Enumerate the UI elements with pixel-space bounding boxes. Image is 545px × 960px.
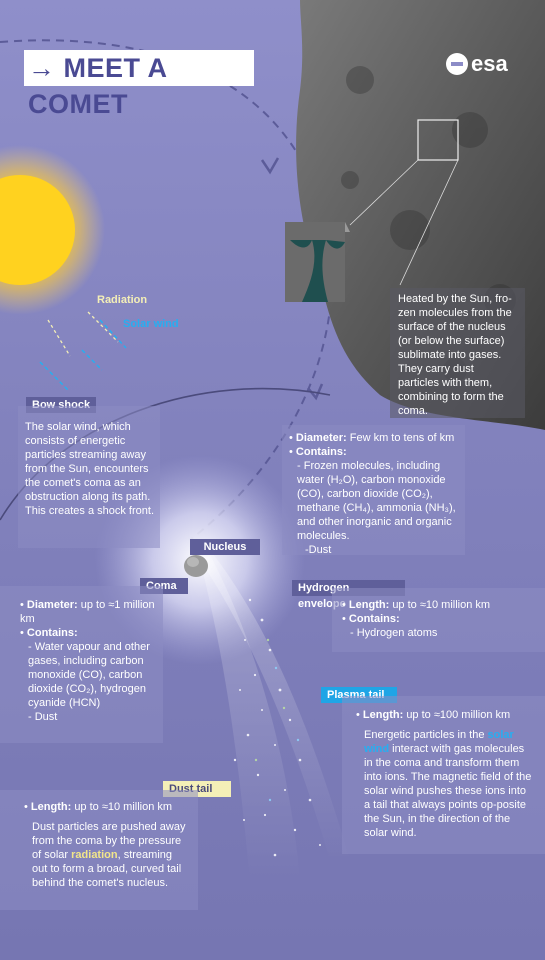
coma-diameter-value: up to ≈1 million km — [20, 599, 155, 625]
bow-shock-panel: The solar wind, which consists of energe… — [18, 406, 160, 548]
esa-logo-text: esa — [471, 51, 508, 76]
zoom-square — [417, 119, 459, 161]
plasma-text-b: interact with gas molecules in the coma … — [364, 743, 532, 839]
tail-particles — [233, 598, 321, 857]
nucleus-cross-section — [285, 222, 350, 302]
dust-length-value: up to ≈10 million km — [74, 801, 173, 813]
esa-logo-icon — [446, 53, 468, 75]
hydrogen-length-key: Length: — [348, 599, 390, 611]
esa-logo: esa — [446, 50, 508, 78]
nucleus-diameter-key: Diameter: — [295, 432, 347, 444]
dust-text-highlight: radiation — [71, 849, 118, 861]
dust-tail-glow — [200, 555, 300, 880]
dust-tail-panel: • Length: up to ≈10 million km Dust part… — [0, 790, 198, 910]
nucleus-contains-key: Contains: — [295, 446, 347, 458]
dust-text-a: Dust particles are pushed away from the … — [32, 821, 186, 861]
nucleus-heating-text: Heated by the Sun, fro-zen molecules fro… — [398, 293, 512, 417]
coma-contains-1: - Water vapour and other gases, includin… — [28, 641, 150, 709]
plasma-length-key: Length: — [362, 709, 404, 721]
hydrogen-length-value: up to ≈10 million km — [392, 599, 491, 611]
hydrogen-contains-key: Contains: — [348, 613, 400, 625]
coma-contains-2: - Dust — [28, 711, 58, 723]
radiation-rays — [47, 311, 119, 357]
nucleus-contains-1: - Frozen molecules, including water (H₂O… — [297, 460, 456, 542]
solar-wind-rays — [39, 319, 127, 391]
plasma-tail — [200, 550, 350, 860]
hydrogen-contains-1: - Hydrogen atoms — [350, 627, 438, 639]
orbit-arrow-1 — [260, 157, 280, 175]
nucleus-info-panel: • Diameter: Few km to tens of km • Conta… — [282, 425, 465, 556]
dust-length-key: Length: — [30, 801, 72, 813]
coma-diameter-key: Diameter: — [26, 599, 78, 611]
nucleus-heating-callout: Heated by the Sun, fro-zen molecules fro… — [390, 288, 525, 418]
bow-shock-text: The solar wind, which consists of energe… — [25, 421, 154, 517]
coma-contains-key: Contains: — [26, 627, 78, 639]
page-title: → MEET A COMET — [24, 50, 254, 119]
plasma-text-a: Energetic particles in the — [364, 729, 485, 741]
nucleus-diameter-value: Few km to tens of km — [349, 432, 455, 444]
hydrogen-envelope-panel: • Length: up to ≈10 million km • Contain… — [332, 588, 545, 652]
nucleus-contains-2: -Dust — [305, 544, 332, 556]
dust-text-b: , streaming out to form a broad, curved … — [32, 849, 182, 889]
plasma-tail-panel: • Length: up to ≈100 million km Energeti… — [342, 696, 545, 854]
nucleus-label: Nucleus — [190, 539, 260, 555]
plasma-text-highlight: solar wind — [364, 729, 514, 755]
solar-wind-label: Solar wind — [123, 318, 179, 330]
plasma-length-value: up to ≈100 million km — [406, 709, 511, 721]
radiation-label: Radiation — [97, 294, 148, 306]
coma-info-panel: • Diameter: up to ≈1 million km • Contai… — [0, 586, 163, 743]
